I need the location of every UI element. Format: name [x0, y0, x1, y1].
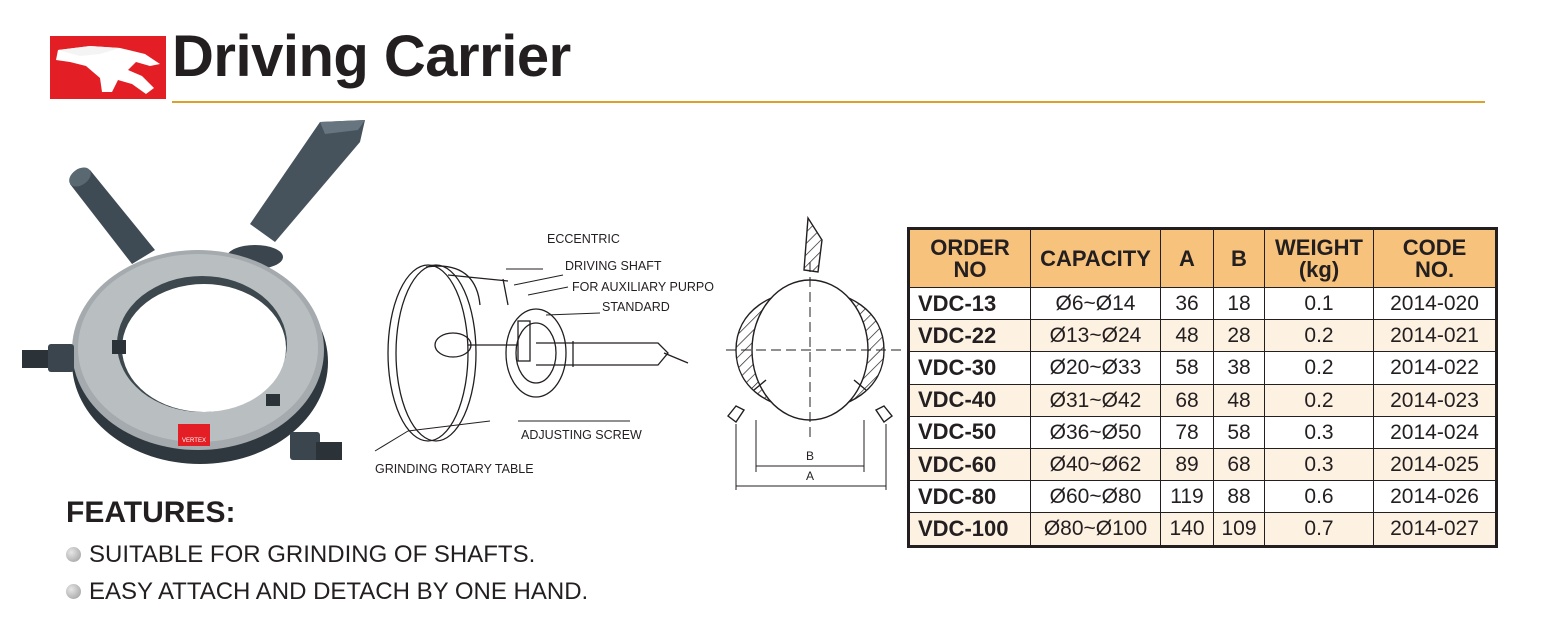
- col-capacity: CAPACITY: [1030, 228, 1161, 288]
- features-heading: FEATURES:: [66, 496, 236, 529]
- table-cell: VDC-50: [908, 415, 1031, 449]
- table-cell: VDC-30: [908, 351, 1031, 385]
- table-cell: 58: [1213, 415, 1265, 449]
- label-auxiliary: FOR AUXILIARY PURPO: [572, 280, 714, 294]
- specification-table: ORDER NO CAPACITY A B WEIGHT (kg) CODE N…: [907, 227, 1498, 548]
- label-standard: STANDARD: [602, 300, 670, 314]
- col-b: B: [1213, 228, 1265, 288]
- table-cell: 18: [1213, 286, 1265, 321]
- table-cell: 2014-020: [1373, 286, 1497, 321]
- label-driving-shaft: DRIVING SHAFT: [565, 259, 662, 273]
- table-cell: 88: [1213, 480, 1265, 514]
- leader-lines: [374, 268, 630, 452]
- table-header-row: ORDER NO CAPACITY A B WEIGHT (kg) CODE N…: [908, 228, 1497, 288]
- table-cell: 2014-025: [1373, 447, 1497, 482]
- table-cell: 2014-027: [1373, 512, 1497, 547]
- label-grinding-rotary-table: GRINDING ROTARY TABLE: [375, 462, 534, 476]
- table-cell: VDC-13: [908, 286, 1031, 321]
- page-title: Driving Carrier: [172, 24, 571, 89]
- label-eccentric: ECCENTRIC: [547, 232, 620, 246]
- table-cell: Ø60~Ø80: [1030, 480, 1161, 514]
- table-cell: 2014-022: [1373, 351, 1497, 385]
- vertex-badge: VERTEX: [178, 424, 210, 446]
- table-cell: 109: [1213, 512, 1265, 547]
- cross-section-drawing: B A: [726, 215, 904, 490]
- table-cell: 119: [1160, 480, 1214, 514]
- table-cell: VDC-40: [908, 383, 1031, 417]
- col-order-no: ORDER NO: [908, 228, 1031, 288]
- label-adjusting-screw: ADJUSTING SCREW: [521, 428, 642, 442]
- table-cell: 0.3: [1264, 415, 1374, 449]
- carrier-ring: [72, 250, 328, 464]
- dimension-a-label: A: [806, 469, 814, 483]
- svg-text:VERTEX: VERTEX: [182, 438, 206, 444]
- table-cell: 89: [1160, 447, 1214, 482]
- table-cell: 48: [1160, 319, 1214, 353]
- bullet-icon: [66, 584, 81, 599]
- table-cell: 58: [1160, 351, 1214, 385]
- carrier-arm: [227, 120, 365, 269]
- col-a: A: [1160, 228, 1214, 288]
- table-cell: 28: [1213, 319, 1265, 353]
- col-code-no: CODE NO.: [1373, 228, 1497, 288]
- table-cell: 48: [1213, 383, 1265, 417]
- table-cell: 0.7: [1264, 512, 1374, 547]
- title-divider: [172, 101, 1485, 103]
- col-weight: WEIGHT (kg): [1264, 228, 1374, 288]
- table-cell: 2014-024: [1373, 415, 1497, 449]
- table-cell: Ø20~Ø33: [1030, 351, 1161, 385]
- table-cell: Ø40~Ø62: [1030, 447, 1161, 482]
- brand-logo: [50, 36, 166, 99]
- table-cell: 0.3: [1264, 447, 1374, 482]
- table-cell: 2014-021: [1373, 319, 1497, 353]
- feature-item: EASY ATTACH AND DETACH BY ONE HAND.: [66, 573, 588, 610]
- table-cell: 78: [1160, 415, 1214, 449]
- adjusting-screw: [22, 340, 342, 460]
- table-cell: 2014-026: [1373, 480, 1497, 514]
- table-cell: 0.2: [1264, 319, 1374, 353]
- product-photo: VERTEX: [22, 120, 365, 464]
- table-cell: 0.1: [1264, 286, 1374, 321]
- features-list: SUITABLE FOR GRINDING OF SHAFTS. EASY AT…: [66, 536, 588, 610]
- dimension-b-label: B: [806, 449, 814, 463]
- table-cell: 0.6: [1264, 480, 1374, 514]
- table-cell: VDC-80: [908, 480, 1031, 514]
- table-cell: Ø6~Ø14: [1030, 286, 1161, 321]
- installation-diagram: ECCENTRIC DRIVING SHAFT FOR AUXILIARY PU…: [374, 232, 714, 476]
- table-cell: 68: [1213, 447, 1265, 482]
- table-cell: 36: [1160, 286, 1214, 321]
- table-cell: VDC-22: [908, 319, 1031, 353]
- table-cell: 38: [1213, 351, 1265, 385]
- feature-item: SUITABLE FOR GRINDING OF SHAFTS.: [66, 536, 588, 573]
- driving-pin: [69, 167, 155, 264]
- table-cell: 2014-023: [1373, 383, 1497, 417]
- table-cell: VDC-60: [908, 447, 1031, 482]
- table-cell: 0.2: [1264, 383, 1374, 417]
- rotary-table-drawing: [387, 264, 689, 442]
- table-cell: Ø31~Ø42: [1030, 383, 1161, 417]
- table-cell: 140: [1160, 512, 1214, 547]
- table-cell: Ø36~Ø50: [1030, 415, 1161, 449]
- table-cell: 0.2: [1264, 351, 1374, 385]
- table-cell: VDC-100: [908, 512, 1031, 547]
- table-cell: Ø80~Ø100: [1030, 512, 1161, 547]
- bullet-icon: [66, 547, 81, 562]
- table-cell: Ø13~Ø24: [1030, 319, 1161, 353]
- table-cell: 68: [1160, 383, 1214, 417]
